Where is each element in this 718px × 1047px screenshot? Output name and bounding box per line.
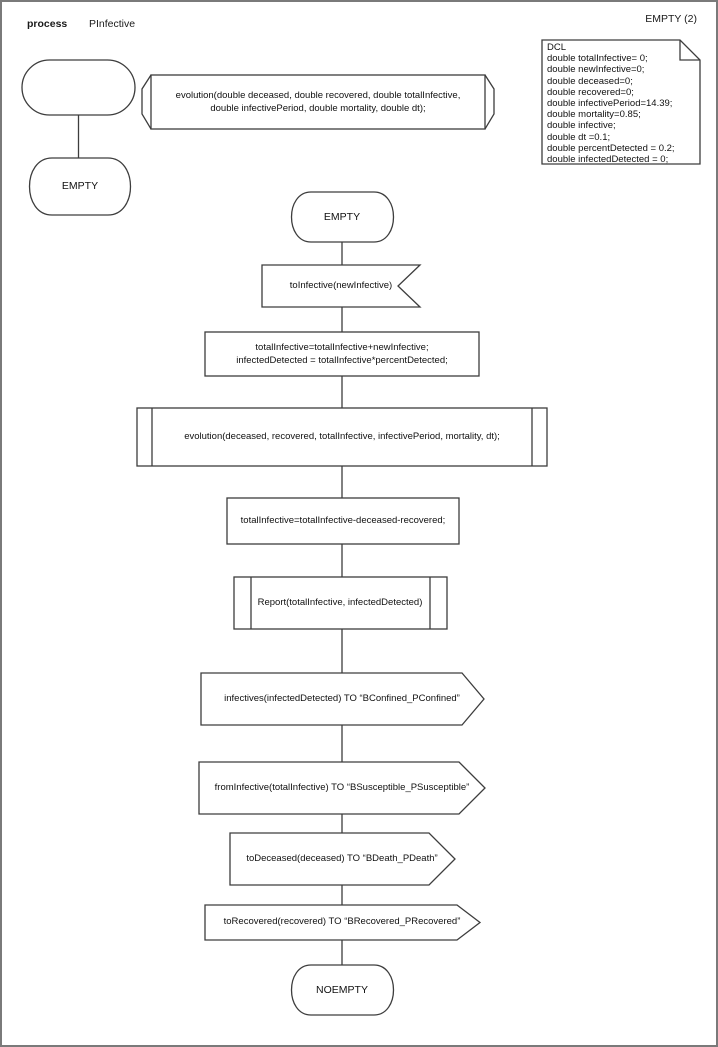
task1-label: totalInfective=totalInfective+newInfecti… xyxy=(236,342,448,366)
output-symbol-1 xyxy=(200,672,485,726)
output2-label: fromInfective(totalInfective) TO “BSusce… xyxy=(214,782,470,793)
start-symbol xyxy=(21,59,136,116)
input-symbol xyxy=(261,264,422,308)
page-label: EMPTY (2) xyxy=(645,13,697,25)
declarations-note xyxy=(541,39,701,165)
state-symbol-empty-flow xyxy=(291,191,394,243)
declarations-text: DCL double totalInfective= 0; double new… xyxy=(547,42,675,166)
folded-corner-icon xyxy=(679,40,700,61)
procedure-declaration-box xyxy=(150,74,486,130)
state-symbol-empty-left xyxy=(29,157,131,216)
report-call-label: Report(totalInfective, infectedDetected) xyxy=(257,597,423,608)
report-call-inner-bars xyxy=(250,577,431,629)
output4-label: toRecovered(recovered) TO “BRecovered_PR… xyxy=(223,916,461,927)
procedure-call-box xyxy=(136,407,548,467)
state-symbol-noempty xyxy=(291,964,394,1016)
state-label-empty-left: EMPTY xyxy=(61,180,99,192)
task-box-2 xyxy=(226,497,460,545)
procedure-declaration-left-cap xyxy=(141,74,152,130)
procedure-declaration-right-cap xyxy=(484,74,495,130)
process-name-label: PInfective xyxy=(89,18,136,30)
process-kind-label: process xyxy=(27,18,68,30)
output-symbol-3 xyxy=(229,832,456,886)
procedure-call-label: evolution(deceased, recovered, totalInfe… xyxy=(184,431,500,442)
input-signal-label: toInfective(newInfective) xyxy=(289,280,393,291)
output-symbol-4 xyxy=(204,904,482,941)
state-label-empty-flow: EMPTY xyxy=(323,211,361,223)
procedure-call-inner-bars xyxy=(151,408,533,466)
output1-label: infectives(infectedDetected) TO “BConfin… xyxy=(224,693,460,704)
report-call-box xyxy=(233,576,448,630)
output-symbol-2 xyxy=(198,761,486,815)
output3-label: toDeceased(deceased) TO “BDeath_PDeath” xyxy=(246,853,438,864)
state-label-noempty: NOEMPTY xyxy=(316,984,368,996)
procedure-declaration-label: evolution(double deceased, double recove… xyxy=(175,90,461,114)
task-box-1 xyxy=(204,331,480,377)
task2-label: totalInfective=totalInfective-deceased-r… xyxy=(240,515,446,526)
